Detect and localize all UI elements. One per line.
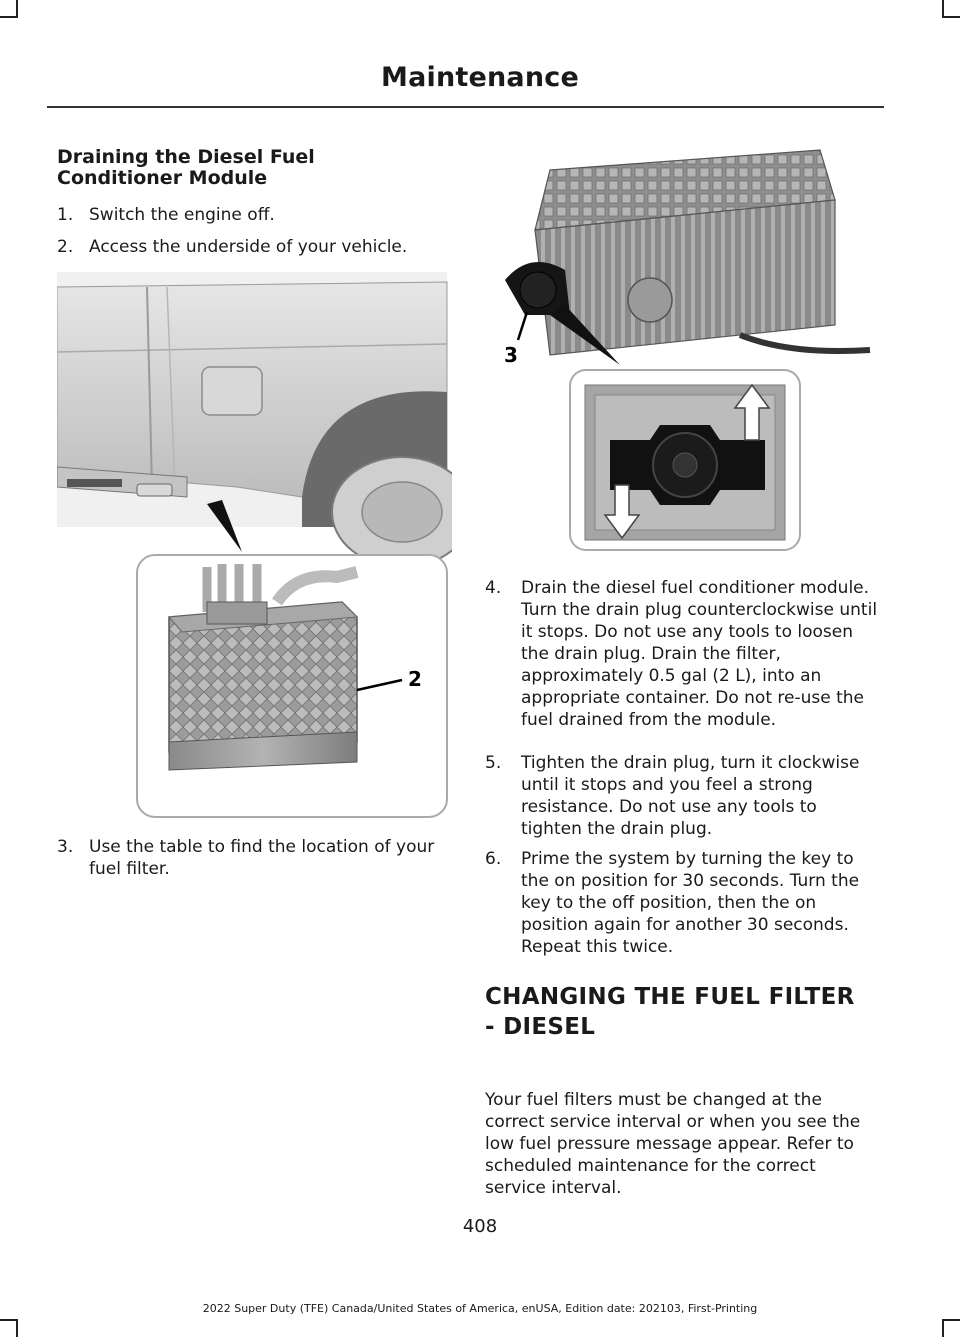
step-item: 2. Access the underside of your vehicle. <box>57 236 447 258</box>
step-number: 6. <box>485 849 502 869</box>
crop-mark <box>942 1319 944 1337</box>
subsection-heading: CHANGING THE FUEL FILTER - DIESEL <box>485 982 885 1042</box>
step-number: 3. <box>57 837 74 857</box>
step-item: 4. Drain the diesel fuel conditioner mod… <box>485 577 880 731</box>
page-title: Maintenance <box>381 62 579 93</box>
step-text: Switch the engine off. <box>89 205 275 225</box>
step-text: Access the underside of your vehicle. <box>89 237 408 257</box>
crop-mark <box>942 0 944 18</box>
step-item: 3. Use the table to find the location of… <box>57 836 447 880</box>
step-text: Prime the system by turning the key to t… <box>521 849 860 957</box>
step-item: 1. Switch the engine off. <box>57 204 447 226</box>
step-item: 6. Prime the system by turning the key t… <box>485 848 880 958</box>
crop-mark <box>0 16 18 18</box>
footer-text: 2022 Super Duty (TFE) Canada/United Stat… <box>202 1302 758 1315</box>
step-item: 5. Tighten the drain plug, turn it clock… <box>485 752 880 840</box>
drain-plug-illustration: 3 <box>504 149 871 551</box>
subsection-heading-line: - DIESEL <box>485 1014 596 1040</box>
body-paragraph: Your fuel filters must be changed at the… <box>485 1090 861 1198</box>
step-number: 5. <box>485 753 502 773</box>
crop-mark <box>16 0 18 18</box>
step-number: 2. <box>57 237 74 257</box>
step-number: 4. <box>485 578 502 598</box>
step-text: Drain the diesel fuel conditioner module… <box>521 578 878 730</box>
step-number: 1. <box>57 205 74 225</box>
crop-mark <box>942 16 960 18</box>
page-number: 408 <box>462 1216 498 1237</box>
header-divider <box>47 106 884 108</box>
figure-callout-2: 2 <box>408 667 422 691</box>
step-text: Use the table to find the location of yo… <box>89 837 435 879</box>
section-heading: Draining the Diesel Fuel Conditioner Mod… <box>57 146 315 189</box>
crop-mark <box>16 1319 18 1337</box>
figure-callout-3: 3 <box>504 343 518 367</box>
truck-fuel-module-illustration: 2 <box>57 272 452 818</box>
crop-mark <box>0 1319 18 1321</box>
step-text: Tighten the drain plug, turn it clockwis… <box>521 753 860 839</box>
crop-mark <box>942 1319 960 1321</box>
subsection-heading-line: CHANGING THE FUEL FILTER <box>485 984 855 1010</box>
